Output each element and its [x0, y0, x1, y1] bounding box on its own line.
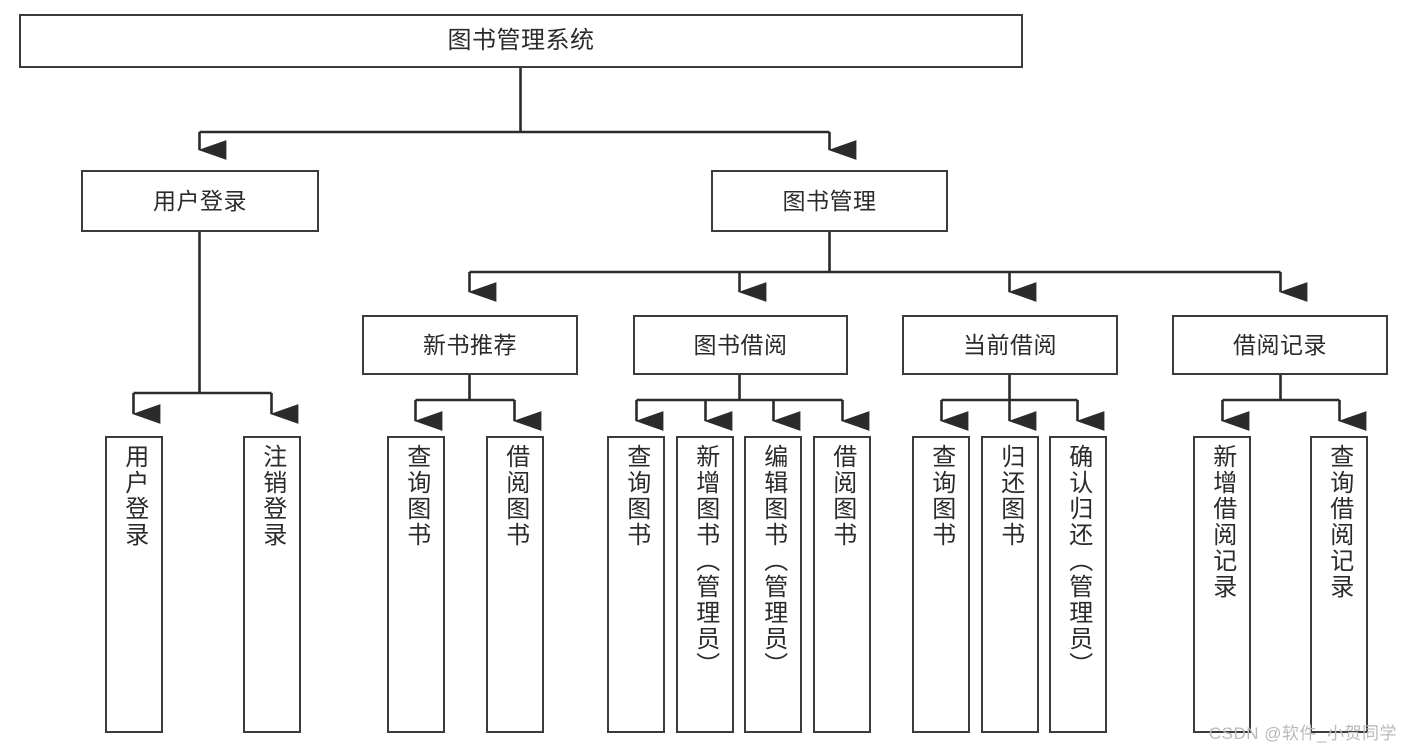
leaf-logout[interactable]: 注销登录: [243, 436, 301, 733]
leaf-query-book-borrow[interactable]: 查询图书: [607, 436, 665, 733]
leaf-query-book-current[interactable]: 查询图书: [912, 436, 970, 733]
node-label: 借阅图书: [501, 444, 529, 548]
leaf-borrow-book-newbook[interactable]: 借阅图书: [486, 436, 544, 733]
leaf-query-book-newbook[interactable]: 查询图书: [387, 436, 445, 733]
leaf-user-login[interactable]: 用户登录: [105, 436, 163, 733]
leaf-add-book-admin[interactable]: 新增图书（管理员）: [676, 436, 734, 733]
leaf-edit-book-admin[interactable]: 编辑图书（管理员）: [744, 436, 802, 733]
node-label: 用户登录: [153, 187, 247, 214]
node-borrow-record[interactable]: 借阅记录: [1172, 315, 1388, 375]
node-label: 图书管理系统: [447, 27, 595, 55]
node-label: 当前借阅: [963, 331, 1057, 358]
node-label: 借阅图书: [828, 444, 856, 548]
node-label: 查询图书: [622, 444, 650, 548]
node-label: 查询借阅记录: [1325, 444, 1353, 600]
node-label: 归还图书: [996, 444, 1024, 548]
node-label: 新增借阅记录: [1208, 444, 1236, 600]
leaf-query-borrow-record[interactable]: 查询借阅记录: [1310, 436, 1368, 733]
leaf-add-borrow-record[interactable]: 新增借阅记录: [1193, 436, 1251, 733]
node-label: 图书管理: [782, 187, 877, 214]
node-book-borrow[interactable]: 图书借阅: [633, 315, 848, 375]
node-label: 新书推荐: [423, 331, 517, 358]
leaf-return-book[interactable]: 归还图书: [981, 436, 1039, 733]
node-label: 查询图书: [927, 444, 955, 548]
node-label: 用户登录: [120, 444, 148, 548]
node-label: 借阅记录: [1233, 331, 1327, 358]
node-label: 编辑图书（管理员）: [759, 444, 787, 678]
leaf-lend-book[interactable]: 借阅图书: [813, 436, 871, 733]
leaf-confirm-return-admin[interactable]: 确认归还（管理员）: [1049, 436, 1107, 733]
node-root-library-system[interactable]: 图书管理系统: [19, 14, 1023, 68]
node-label: 新增图书（管理员）: [691, 444, 719, 678]
node-label: 查询图书: [402, 444, 430, 548]
node-user-login[interactable]: 用户登录: [81, 170, 319, 232]
node-book-management[interactable]: 图书管理: [711, 170, 948, 232]
node-current-borrow[interactable]: 当前借阅: [902, 315, 1118, 375]
node-new-book-recommend[interactable]: 新书推荐: [362, 315, 578, 375]
node-label: 注销登录: [258, 444, 286, 548]
node-label: 图书借阅: [693, 331, 788, 358]
node-label: 确认归还（管理员）: [1064, 444, 1092, 678]
